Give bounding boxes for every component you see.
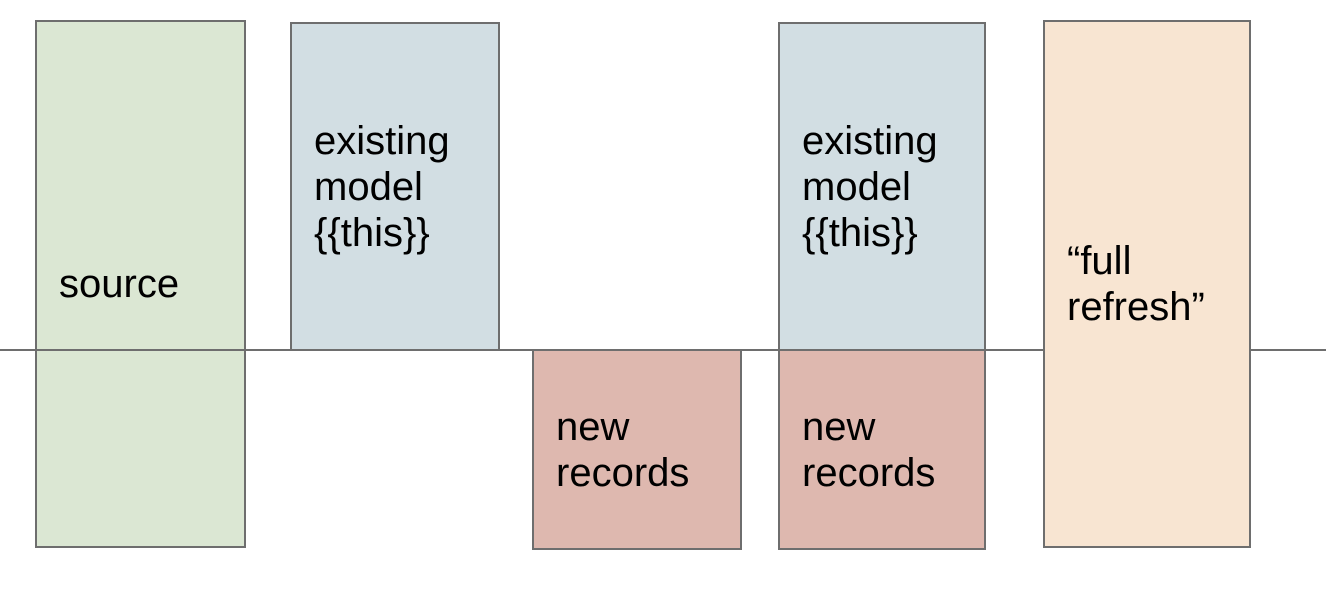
full-refresh-box-label: “full refresh” [1067, 239, 1205, 329]
new-records-box-2: new records [778, 349, 986, 550]
new-records-box-1-label: new records [556, 404, 690, 495]
existing-model-box-1: existing model {{this}} [290, 22, 500, 351]
new-records-box-2-label: new records [802, 404, 936, 495]
existing-model-box-1-label: existing model {{this}} [314, 118, 450, 255]
existing-model-box-2: existing model {{this}} [778, 22, 986, 351]
new-records-box-1: new records [532, 349, 742, 550]
full-refresh-box: “full refresh” [1043, 20, 1251, 548]
source-box-label: source [59, 262, 180, 306]
source-box: source [35, 20, 246, 548]
existing-model-box-2-label: existing model {{this}} [802, 118, 938, 255]
